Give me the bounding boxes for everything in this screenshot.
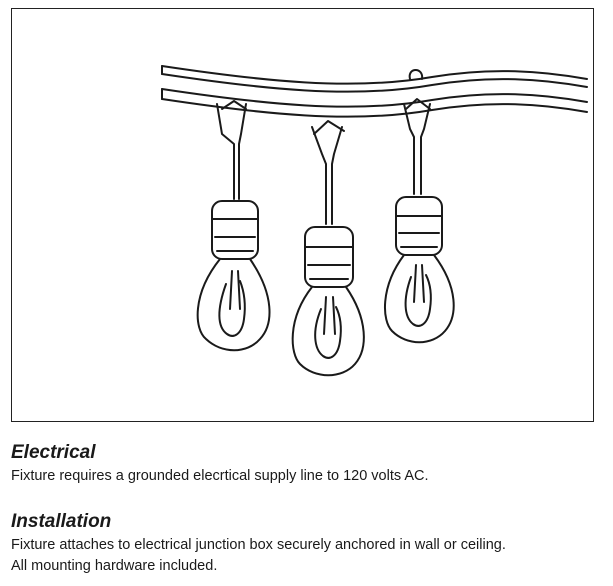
- electrical-heading: Electrical: [11, 442, 96, 463]
- product-figure-frame: [11, 8, 594, 422]
- bulb-right: [383, 98, 455, 344]
- bulb-middle: [291, 120, 365, 377]
- electrical-text: Fixture requires a grounded elecrtical s…: [11, 468, 429, 484]
- cable: [161, 65, 588, 118]
- installation-line: Fixture attaches to electrical junction …: [11, 537, 506, 553]
- installation-line: All mounting hardware included.: [11, 558, 218, 574]
- bulb-left: [196, 100, 271, 352]
- string-lights-illustration: [161, 65, 588, 377]
- installation-text: Fixture attaches to electrical junction …: [11, 535, 601, 577]
- installation-heading: Installation: [11, 511, 112, 532]
